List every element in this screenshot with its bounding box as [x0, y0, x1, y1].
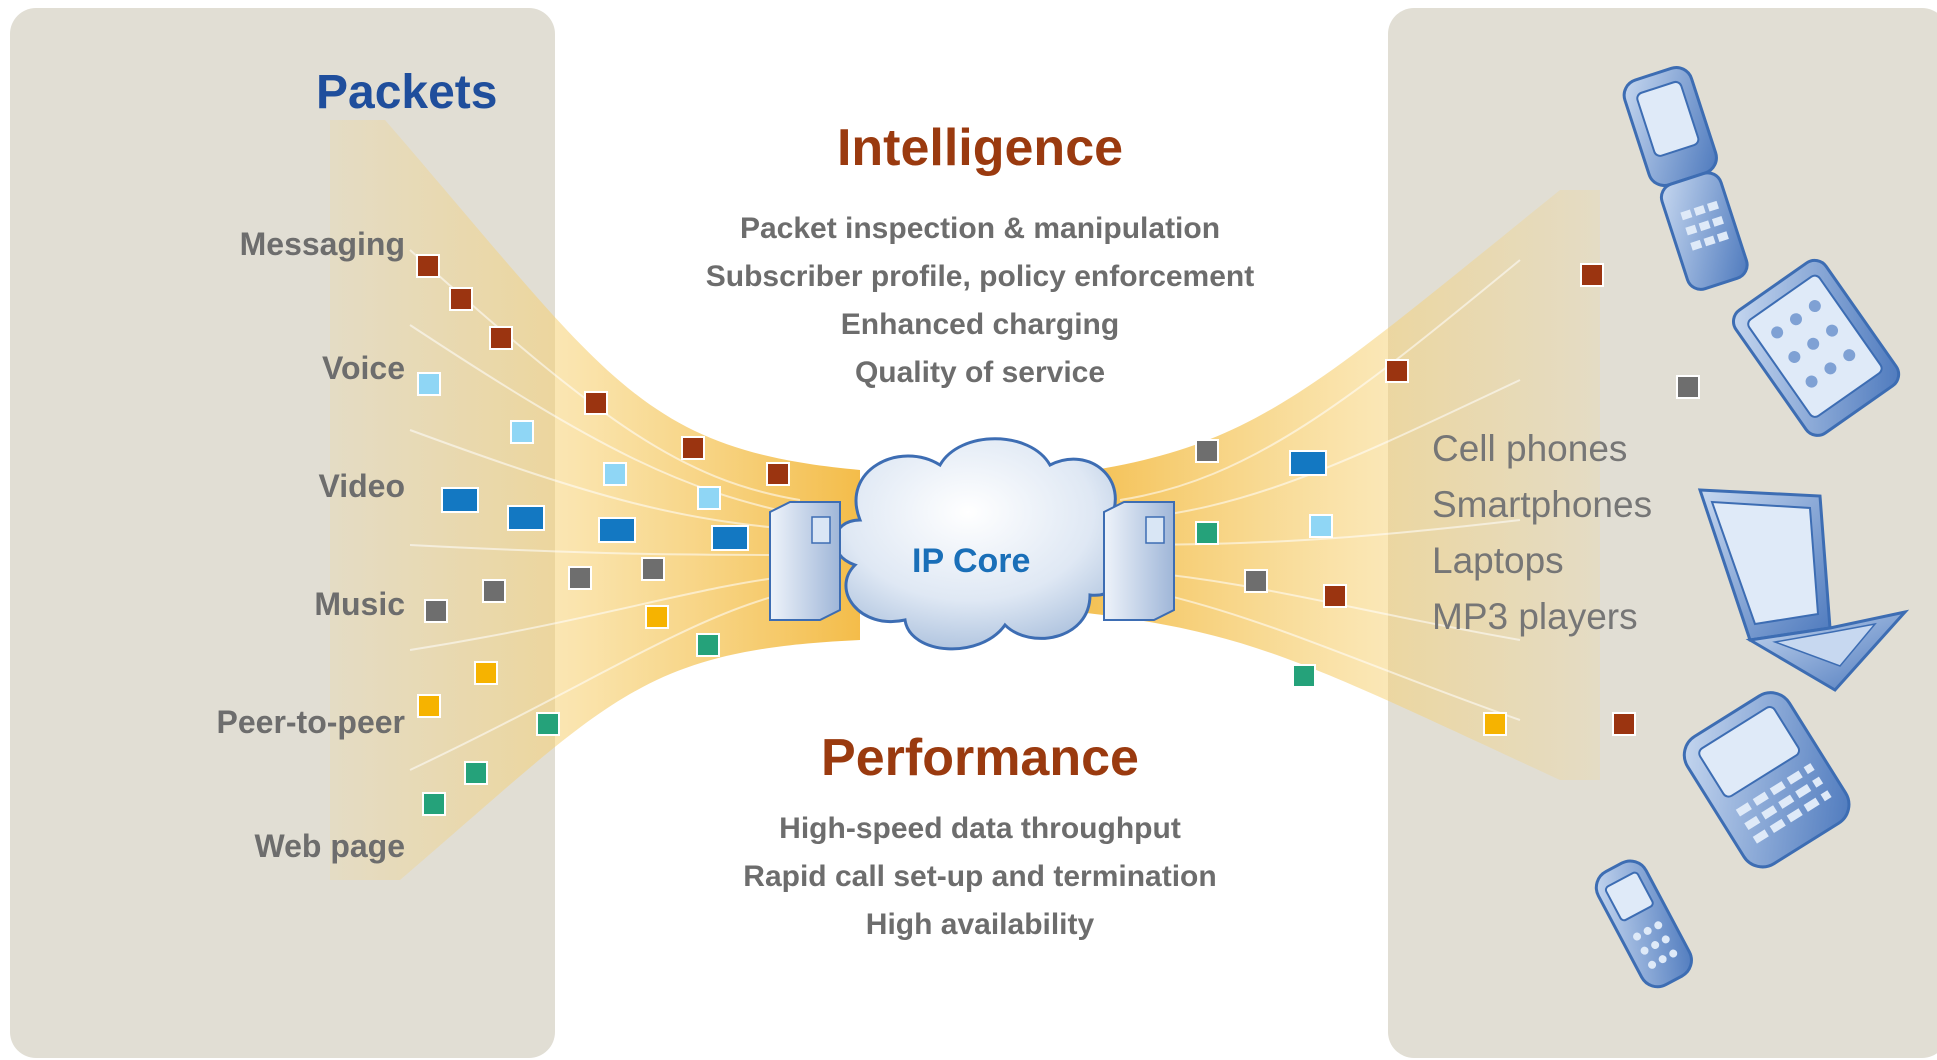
packet-label-web-page: Web page: [254, 828, 405, 864]
intelligence-item: Quality of service: [854, 356, 1106, 389]
device-label-laptops: Laptops: [1432, 540, 1564, 581]
laptop-icon: [1697, 488, 1910, 692]
intelligence-item: Enhanced charging: [840, 308, 1120, 341]
intelligence-item: Packet inspection & manipulation: [739, 212, 1221, 245]
device-label-mp3-players: MP3 players: [1432, 596, 1638, 637]
flip-phone-icon: [1622, 66, 1749, 291]
mobile-phone-icon: [1594, 859, 1693, 989]
left-server-icon: [769, 501, 841, 621]
right-server-icon: [1103, 501, 1175, 621]
smartphone-icon: [1682, 691, 1851, 869]
ip-core-cloud: [833, 437, 1134, 651]
left-packets: [416, 254, 790, 816]
packet-label-voice: Voice: [322, 350, 405, 386]
device-label-cell-phones: Cell phones: [1432, 428, 1628, 469]
packet-label-peer-to-peer: Peer-to-peer: [216, 704, 406, 740]
performance-item: High availability: [865, 908, 1095, 941]
device-label-smartphones: Smartphones: [1432, 484, 1653, 525]
intelligence-title: Intelligence: [836, 119, 1124, 177]
performance-title: Performance: [821, 729, 1139, 787]
left-flow-lines: [409, 249, 801, 771]
ip-core-label: IP Core: [912, 542, 1031, 580]
pda-phone-icon: [1731, 258, 1901, 437]
packets-title: Packets: [316, 66, 498, 119]
right-packets: [1195, 263, 1700, 736]
packet-label-video: Video: [318, 468, 405, 504]
performance-item: Rapid call set-up and termination: [743, 860, 1217, 893]
packet-label-music: Music: [314, 586, 405, 622]
right-traffic-beam: [1060, 190, 1600, 780]
intelligence-item: Subscriber profile, policy enforcement: [705, 260, 1255, 293]
packet-label-messaging: Messaging: [239, 226, 405, 262]
performance-item: High-speed data throughput: [779, 812, 1181, 845]
